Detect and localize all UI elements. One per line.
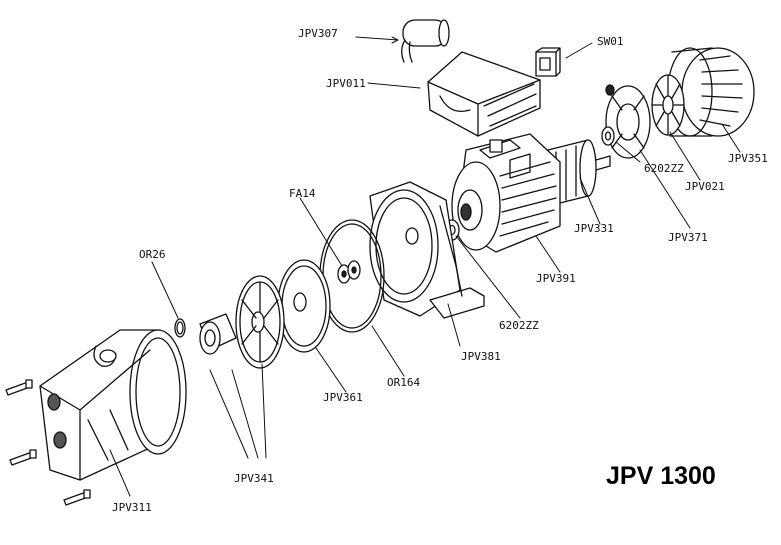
label-sw01: SW01 (597, 35, 624, 48)
end-shield-part (605, 84, 651, 159)
model-title: JPV 1300 (606, 462, 716, 490)
label-jpv351: JPV351 (728, 152, 768, 165)
motor-stator-part (451, 133, 561, 253)
bearing-top-part (601, 126, 615, 146)
pump-body-part (39, 329, 187, 481)
switch-part (535, 47, 561, 77)
impeller-part (277, 259, 331, 353)
label-or164: OR164 (387, 376, 421, 389)
label-jpv361: JPV361 (323, 391, 363, 404)
label-jpv391: JPV391 (536, 272, 576, 285)
diffuser-part (199, 275, 285, 369)
fan-cover-part (667, 47, 755, 137)
label-jpv307: JPV307 (298, 27, 338, 40)
label-fa14: FA14 (289, 187, 316, 200)
terminal-box-part (427, 51, 541, 137)
capacitor-part (401, 19, 450, 63)
seal-part (337, 260, 361, 284)
bolts (5, 379, 91, 506)
label-jpv381: JPV381 (461, 350, 501, 363)
label-jpv331: JPV331 (574, 222, 614, 235)
label-or26: OR26 (139, 248, 166, 261)
label-6202zz-mid: 6202ZZ (499, 319, 539, 332)
label-jpv011: JPV011 (326, 77, 366, 90)
label-jpv341: JPV341 (234, 472, 274, 485)
label-6202zz-top: 6202ZZ (644, 162, 684, 175)
fan-part (651, 74, 685, 136)
o-ring-26-part (174, 318, 186, 338)
leader-lines (109, 36, 741, 497)
label-jpv371: JPV371 (668, 231, 708, 244)
motor-bracket-part (369, 181, 485, 319)
label-jpv311: JPV311 (112, 501, 152, 514)
label-jpv021: JPV021 (685, 180, 725, 193)
